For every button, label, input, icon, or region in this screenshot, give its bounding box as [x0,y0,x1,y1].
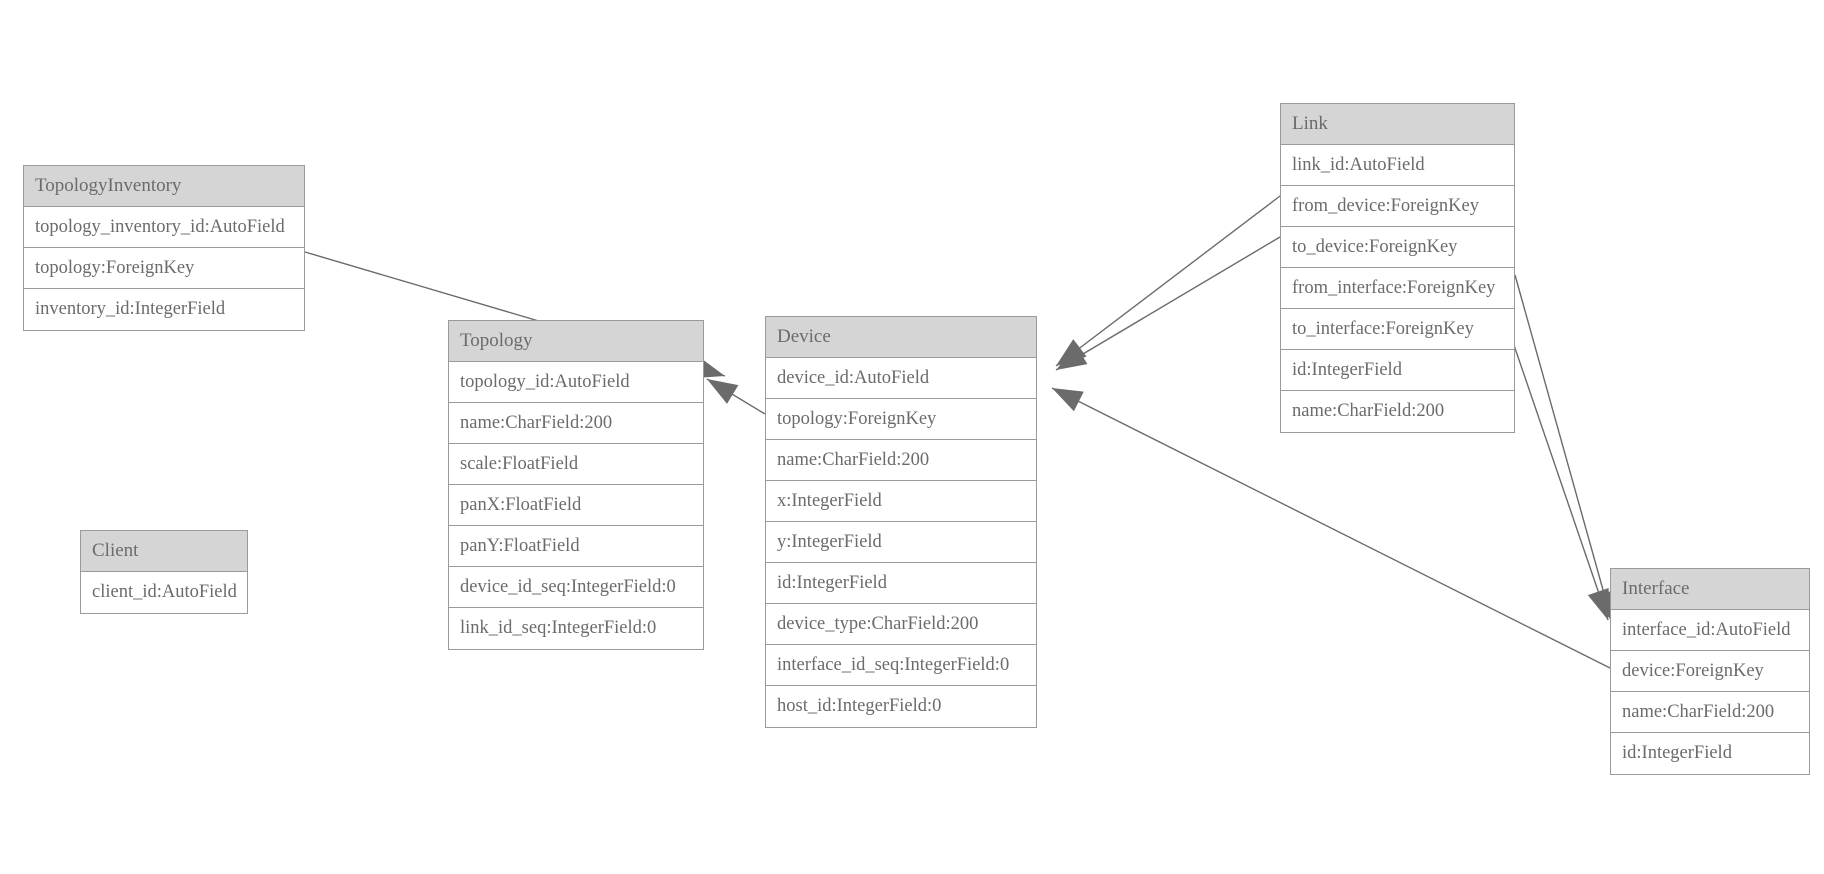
attribute-row: from_device:ForeignKey [1281,186,1514,227]
entity-title-client: Client [81,531,247,572]
attribute-row: to_device:ForeignKey [1281,227,1514,268]
attribute-row: topology_id:AutoField [449,362,703,403]
attribute-row: scale:FloatField [449,444,703,485]
attribute-row: id:IntegerField [1281,350,1514,391]
relationship-line [1503,315,1609,621]
attribute-row: link_id_seq:IntegerField:0 [460,618,657,638]
attribute-row: link_id:AutoField [1281,145,1514,186]
relationship-link-to_device [1055,236,1281,371]
attribute-row: panX:FloatField [449,485,703,526]
attribute-row: device_id_seq:IntegerField:0 [449,567,703,608]
entity-client[interactable]: Client client_id:AutoField [80,530,248,614]
relationship-line [706,378,766,415]
relationship-link-to_interface [1503,315,1609,621]
attribute-row: device_type:CharField:200 [766,604,1036,645]
relationship-line [1514,274,1613,623]
relationship-link-from_interface [1514,274,1615,623]
attribute-row: y:IntegerField [766,522,1036,563]
attribute-row: from_interface:ForeignKey [1281,268,1514,309]
attribute-row: device:ForeignKey [1611,651,1809,692]
relationship-arrowhead [1056,345,1088,370]
attribute-row: name:CharField:200 [1292,401,1445,421]
attribute-row: to_interface:ForeignKey [1281,309,1514,350]
attribute-row: device_id:AutoField [766,358,1036,399]
attribute-row: panY:FloatField [449,526,703,567]
relationship-arrowhead [1056,339,1087,366]
attribute-row: interface_id_seq:IntegerField:0 [766,645,1036,686]
attribute-row: name:CharField:200 [1611,692,1809,733]
attribute-row: inventory_id:IntegerField [35,299,226,319]
entity-title-device: Device [766,317,1036,358]
attribute-row: id:IntegerField [766,563,1036,604]
attribute-row: topology_inventory_id:AutoField [24,207,304,248]
attribute-row: interface_id:AutoField [1611,610,1809,651]
attribute-row: name:CharField:200 [766,440,1036,481]
relationship-device-topology [706,378,766,415]
entity-title-interface: Interface [1611,569,1809,610]
relationship-line [1055,195,1281,367]
attribute-row: client_id:AutoField [92,582,237,602]
relationship-link-from_device [1055,195,1281,367]
entity-title-topology: Topology [449,321,703,362]
attribute-row: id:IntegerField [1622,743,1732,763]
entity-title-topology_inventory: TopologyInventory [24,166,304,207]
entity-title-link: Link [1281,104,1514,145]
attribute-row: x:IntegerField [766,481,1036,522]
attribute-row: name:CharField:200 [449,403,703,444]
attribute-row: topology:ForeignKey [766,399,1036,440]
relationship-arrowhead [707,379,739,404]
relationship-arrowhead [1052,388,1084,412]
relationship-line [1055,236,1281,371]
attribute-row: topology:ForeignKey [24,248,304,289]
attribute-row: host_id:IntegerField:0 [777,696,942,716]
